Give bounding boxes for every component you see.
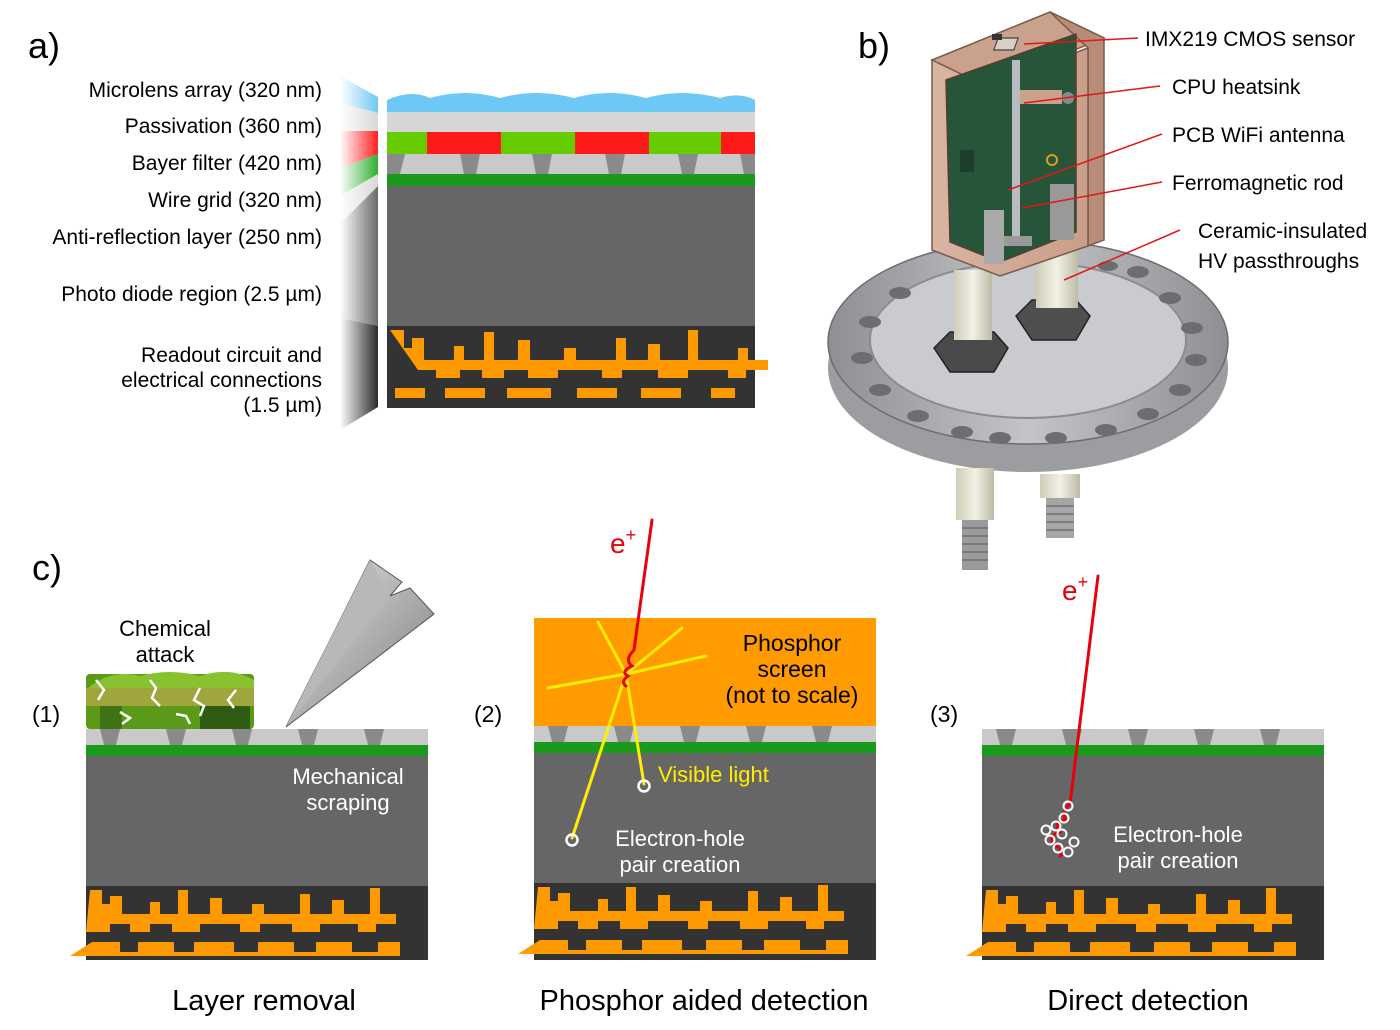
panel-c-label: c) (32, 547, 62, 588)
chemical-label-1: Chemical (119, 616, 211, 641)
callout-cpu-heatsink: CPU heatsink (1172, 76, 1301, 99)
scintillation-light-rays (546, 620, 708, 840)
layer-label-bayer: Bayer filter (420 nm) (132, 152, 322, 175)
sub1-photodiode (86, 756, 428, 886)
caption-direct-detection: Direct detection (1047, 985, 1249, 1017)
photodiode-region (387, 186, 755, 326)
caption-phosphor-detection: Phosphor aided detection (540, 985, 869, 1017)
subpanel-layer-removal: (1) (32, 559, 435, 1017)
sensor-stack-a (387, 93, 768, 408)
wire-grid-trapezoids (387, 154, 755, 174)
chemical-label-2: attack (136, 642, 196, 667)
callout-wifi-antenna: PCB WiFi antenna (1172, 124, 1345, 147)
ceramic-post-left (954, 270, 992, 340)
lower-ceramic-left (956, 468, 994, 520)
panel-b: b) (827, 11, 1367, 570)
lower-ceramic-right (1040, 474, 1080, 498)
hex-nut-left (933, 331, 1009, 373)
bayer-filter (387, 132, 755, 154)
flange-bolt-holes (851, 261, 1207, 444)
phosphor-label-3: (not to scale) (726, 682, 859, 708)
phosphor-label-1: Phosphor (743, 630, 842, 656)
layer-label-readout-1: Readout circuit and (141, 344, 322, 367)
pair-marker-b (637, 779, 651, 793)
pair-marker-a (565, 833, 579, 847)
scraping-tool-icon (285, 559, 435, 728)
positron-label-3: e+ (1062, 572, 1088, 606)
microlens-array (387, 93, 755, 112)
callout-cmos-sensor: IMX219 CMOS sensor (1145, 28, 1355, 51)
layer-label-microlens: Microlens array (320 nm) (89, 79, 322, 102)
sub2-photodiode (534, 753, 876, 883)
sub3-photodiode (982, 756, 1324, 886)
chemical-attack-debris (86, 671, 254, 729)
layer-label-readout-3: (1.5 µm) (243, 394, 322, 417)
layer-fan (340, 76, 378, 430)
phosphor-screen (534, 618, 876, 726)
layer-labels: Microlens array (320 nm) Passivation (36… (52, 79, 322, 417)
anti-reflection-layer (387, 174, 755, 186)
sub3-number: (3) (930, 701, 958, 727)
sub1-number: (1) (32, 701, 60, 727)
electron-hole-cloud (1040, 800, 1080, 858)
positron-label-2: e+ (610, 525, 636, 559)
sub2-number: (2) (474, 701, 502, 727)
cmos-chip (992, 37, 1019, 51)
enclosure-right (1049, 11, 1105, 248)
hex-nut-right (1015, 299, 1091, 341)
callout-ceramic-1: Ceramic-insulated (1198, 220, 1367, 243)
readout-wiring (390, 330, 768, 398)
subpanel-direct-detection: (3) e+ Electron-hole (930, 572, 1324, 1017)
sub3-pair-label-1: Electron-hole (1113, 822, 1243, 847)
sub2-pair-label-2: pair creation (619, 852, 740, 877)
layer-label-photodiode: Photo diode region (2.5 µm) (61, 283, 322, 306)
mechanical-label-2: scraping (306, 790, 389, 815)
positron-track-2 (621, 518, 654, 688)
subpanel-phosphor-detection: (2) (474, 518, 876, 1017)
layer-label-wire-grid: Wire grid (320 nm) (148, 189, 322, 212)
mechanical-label-1: Mechanical (292, 764, 403, 789)
caption-layer-removal: Layer removal (172, 985, 356, 1017)
passivation-layer (387, 112, 755, 132)
callout-ferromagnetic-rod: Ferromagnetic rod (1172, 172, 1344, 195)
sub3-pair-label-2: pair creation (1117, 848, 1238, 873)
panel-c: c) (1) (32, 518, 1324, 1017)
panel-a-label: a) (28, 25, 60, 66)
layer-label-anti-reflection: Anti-reflection layer (250 nm) (52, 226, 322, 249)
panel-b-label: b) (858, 25, 890, 66)
callout-ceramic-2: HV passthroughs (1198, 250, 1359, 273)
layer-label-readout-2: electrical connections (121, 369, 322, 392)
callout-labels: IMX219 CMOS sensor CPU heatsink PCB WiFi… (1145, 28, 1367, 273)
sub1-anti-reflection (86, 745, 428, 756)
flange-inner-groove (869, 261, 1187, 419)
panel-a: a) Microlens array (320 nm) Passivation … (28, 25, 768, 430)
sub2-pair-label-1: Electron-hole (615, 826, 745, 851)
layer-label-passivation: Passivation (360 nm) (125, 115, 322, 138)
visible-light-label: Visible light (658, 762, 769, 787)
callout-lines (1007, 37, 1181, 281)
phosphor-label-2: screen (757, 656, 826, 682)
